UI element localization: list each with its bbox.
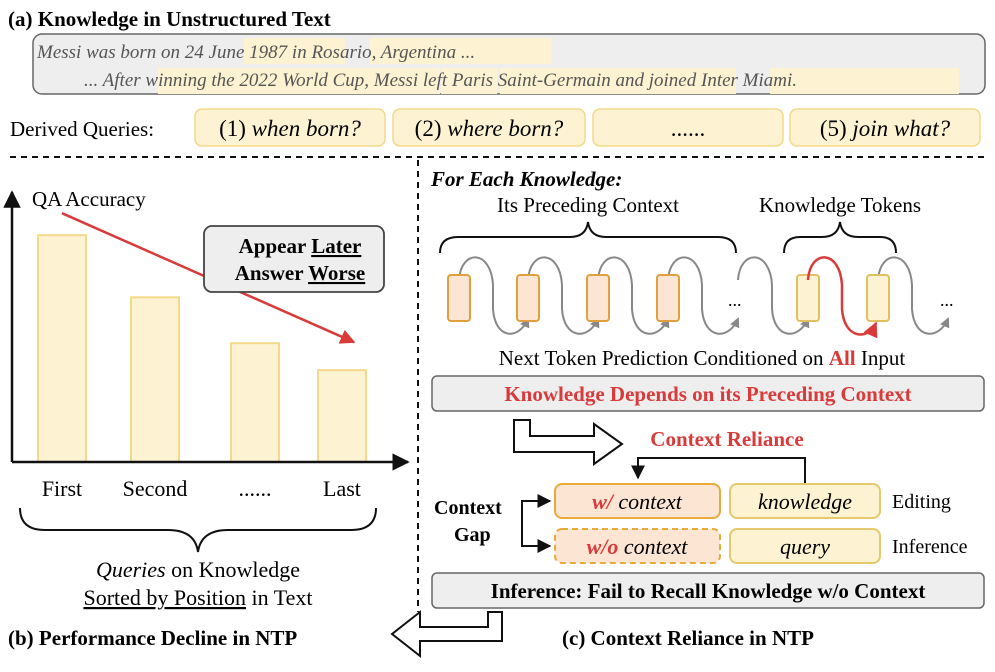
context-gap-bracket-top — [521, 494, 552, 524]
derived-queries-label: Derived Queries: — [10, 117, 154, 141]
preceding-context-label: Its Preceding Context — [497, 193, 679, 217]
context-gap-bracket-bottom — [521, 524, 552, 553]
query-text-2: (2) where born? — [415, 116, 564, 141]
query-box — [729, 528, 881, 564]
highlight-event — [158, 68, 440, 94]
callout-line-1: Appear Later — [239, 234, 362, 258]
query-box-1 — [194, 108, 386, 147]
context-token-3 — [586, 274, 610, 322]
x-tick-labels: First Second...... Last — [42, 476, 361, 501]
ntp-arc-3 — [597, 256, 670, 335]
caption-line-2: Sorted by Position in Text — [83, 585, 312, 610]
highlight-date — [244, 38, 345, 64]
context-gap-label-1: Context — [434, 497, 502, 519]
inference-fail-text: Inference: Fail to Recall Knowledge w/o … — [491, 579, 926, 603]
inference-fail-box — [431, 572, 985, 609]
knowledge-box-text: knowledge — [758, 489, 852, 514]
context-token-4 — [656, 274, 680, 322]
x-tick-label-4: Last — [323, 476, 361, 501]
knowledge-tokens-brace — [783, 221, 897, 254]
dots-after-context: ... — [728, 290, 742, 310]
query-text-5: (5) join what? — [820, 116, 951, 141]
context-reliance-connector — [631, 457, 806, 484]
x-tick-label-3: ...... — [239, 476, 272, 501]
query-box-text: query — [780, 534, 830, 559]
passage-line-1: Messi was born on 24 June 1987 in Rosari… — [36, 42, 475, 63]
context-reliance-label: Context Reliance — [650, 427, 803, 451]
editing-label: Editing — [892, 491, 951, 513]
depends-box — [431, 375, 985, 412]
highlight-subject — [441, 68, 497, 94]
knowledge-box — [729, 483, 881, 519]
section-a-title: (a) Knowledge in Unstructured Text — [8, 7, 331, 31]
preceding-context-brace — [439, 221, 737, 254]
for-each-knowledge: For Each Knowledge: — [430, 167, 622, 191]
highlight-join — [770, 68, 959, 94]
query-text-3: ...... — [671, 116, 706, 141]
ntp-arc-1 — [458, 256, 530, 335]
context-token-2 — [516, 274, 540, 322]
query-text-1: (1) when born? — [219, 116, 361, 141]
highlight-place — [370, 38, 551, 64]
callout-line-2: Answer Worse — [235, 261, 365, 285]
ntp-arc-gap — [737, 256, 810, 335]
depends-box-text: Knowledge Depends on its Preceding Conte… — [504, 382, 911, 406]
categories-brace — [19, 507, 377, 553]
query-box-2 — [392, 108, 586, 147]
section-c-title: (c) Context Reliance in NTP — [562, 626, 814, 650]
x-tick-label-1: First — [42, 476, 82, 501]
highlight-action — [500, 68, 736, 94]
bar-3 — [230, 342, 280, 464]
inference-label: Inference — [892, 536, 968, 558]
ntp-arc-2 — [527, 256, 600, 335]
query-box-3 — [592, 108, 784, 147]
bar-2 — [130, 296, 180, 463]
bar-4 — [317, 369, 367, 464]
chart-bars — [37, 234, 367, 464]
context-token-1 — [447, 274, 471, 322]
passage-line-2: ... After winning the 2022 World Cup, Me… — [84, 70, 797, 91]
caption-line-1: Queries on Knowledge — [96, 557, 300, 582]
hollow-arrow-to-b — [390, 609, 503, 659]
query-list: (1) when born? (2) where born? ...... (5… — [194, 108, 981, 147]
bar-1 — [37, 234, 87, 463]
dots-after-knowledge: ... — [940, 290, 954, 310]
accuracy-bar-chart: QA Accuracy First Second...... Last — [3, 187, 410, 501]
ntp-arc-4 — [667, 256, 740, 335]
w-context-box — [554, 483, 721, 519]
context-gap-label-2: Gap — [454, 524, 491, 546]
query-box-5 — [789, 108, 981, 147]
appear-later-callout: Appear Later Answer Worse — [203, 225, 385, 293]
knowledge-token-1 — [796, 274, 820, 322]
w-context-text: w/ context — [592, 489, 683, 514]
ntp-caption: Next Token Prediction Conditioned on All… — [499, 346, 906, 370]
x-tick-label-2: Second — [123, 476, 188, 501]
knowledge-tokens-label: Knowledge Tokens — [759, 193, 921, 217]
token-sequence — [447, 256, 950, 339]
ntp-arc-6 — [877, 256, 950, 335]
wo-context-text: w/o context — [587, 534, 689, 559]
knowledge-ntp-arc — [806, 256, 878, 339]
y-axis-label: QA Accuracy — [32, 187, 146, 211]
hollow-arrow-down-right — [513, 419, 624, 466]
wo-context-box — [554, 528, 721, 564]
section-b-title: (b) Performance Decline in NTP — [8, 626, 297, 650]
knowledge-token-2 — [866, 274, 890, 322]
